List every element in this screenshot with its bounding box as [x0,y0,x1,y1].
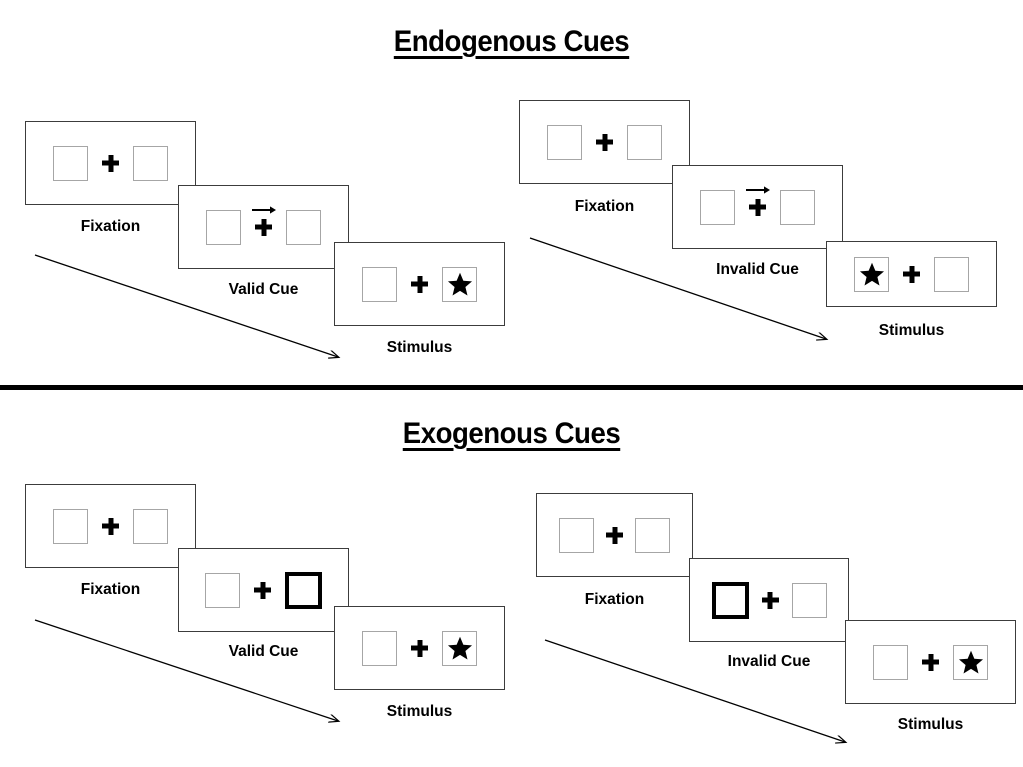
caption-exogenous-valid-cue: Valid Cue [228,643,299,660]
panel-endogenous-valid-cue[interactable] [178,185,349,269]
flow-arrow-endogenous-valid [34,254,338,357]
stimulus-box-left [873,644,908,680]
panel-content [846,621,1015,703]
stimulus-box-left [700,189,735,225]
stimulus-box-right [442,630,477,666]
fixation-cross-icon [606,527,623,544]
stimulus-box-right-cued [285,571,322,609]
panel-exogenous-valid-fixation[interactable] [25,484,196,568]
panel-exogenous-invalid-stimulus[interactable] [845,620,1016,704]
stimulus-box-right [286,209,321,245]
stimulus-box-right [780,189,815,225]
panel-exogenous-valid-stimulus[interactable] [334,606,505,690]
panel-content [673,166,842,248]
stimulus-box-left [53,508,88,544]
panel-endogenous-valid-fixation[interactable] [25,121,196,205]
fixation-cross-icon [102,518,119,535]
caption-exogenous-valid-stimulus: Stimulus [386,703,453,720]
caption-exogenous-valid-fixation: Fixation [80,581,141,598]
fixation-cross-icon [903,266,920,283]
caption-endogenous-invalid-fixation: Fixation [574,198,635,215]
stimulus-box-left-cued [711,581,749,619]
cue-cross-group [251,205,276,236]
panel-exogenous-invalid-fixation[interactable] [536,493,693,577]
panel-endogenous-invalid-stimulus[interactable] [826,241,997,307]
stimulus-box-left [547,124,582,160]
fixation-cross-icon [411,640,428,657]
stimulus-box-right [635,517,670,553]
caption-exogenous-invalid-cue: Invalid Cue [727,653,811,670]
stimulus-box-right [133,508,168,544]
fixation-cross-icon [749,199,766,216]
stimulus-box-left [362,266,397,302]
stimulus-box-left [205,572,240,608]
star-target-icon [958,650,983,674]
panel-content [26,122,195,204]
arrow-right-cue-icon [745,185,770,194]
caption-endogenous-invalid-stimulus: Stimulus [878,322,945,339]
fixation-cross-icon [762,592,779,609]
fixation-cross-icon [922,654,939,671]
panel-content [335,607,504,689]
caption-exogenous-invalid-stimulus: Stimulus [897,716,964,733]
panel-exogenous-valid-cue[interactable] [178,548,349,632]
fixation-cross-icon [102,155,119,172]
stimulus-box-right [953,644,988,680]
panel-endogenous-valid-stimulus[interactable] [334,242,505,326]
caption-exogenous-invalid-fixation: Fixation [584,591,645,608]
panel-exogenous-invalid-cue[interactable] [689,558,849,642]
fixation-cross-icon [254,582,271,599]
fixation-cross-icon [411,276,428,293]
panel-content [827,242,996,306]
caption-endogenous-valid-stimulus: Stimulus [386,339,453,356]
star-target-icon [859,262,884,286]
stimulus-box-right [627,124,662,160]
stimulus-box-left [559,517,594,553]
panel-content [179,549,348,631]
caption-endogenous-invalid-cue: Invalid Cue [716,261,799,278]
star-target-icon [447,636,472,660]
panel-content [520,101,689,183]
panel-content [179,186,348,268]
stimulus-box-left [206,209,241,245]
panel-endogenous-invalid-fixation[interactable] [519,100,690,184]
stimulus-box-right [934,256,969,292]
stimulus-box-right [791,582,827,618]
section-title-exogenous: Exogenous Cues [402,417,621,450]
flow-arrow-exogenous-valid [34,619,338,721]
arrow-right-cue-icon [251,205,276,214]
panel-content [335,243,504,325]
panel-content [26,485,195,567]
caption-endogenous-valid-cue: Valid Cue [228,281,299,298]
star-target-icon [447,272,472,296]
section-divider [0,385,1023,390]
fixation-cross-icon [596,134,613,151]
flow-arrow-endogenous-invalid [529,237,826,339]
caption-endogenous-valid-fixation: Fixation [80,218,141,235]
stimulus-box-left [854,256,889,292]
section-title-endogenous: Endogenous Cues [393,25,630,58]
stimulus-box-right [133,145,168,181]
cue-cross-group [745,185,770,216]
panel-endogenous-invalid-cue[interactable] [672,165,843,249]
fixation-cross-icon [255,219,272,236]
stimulus-box-left [53,145,88,181]
panel-content [690,559,848,641]
panel-content [537,494,692,576]
stimulus-box-right [442,266,477,302]
stimulus-box-left [362,630,397,666]
